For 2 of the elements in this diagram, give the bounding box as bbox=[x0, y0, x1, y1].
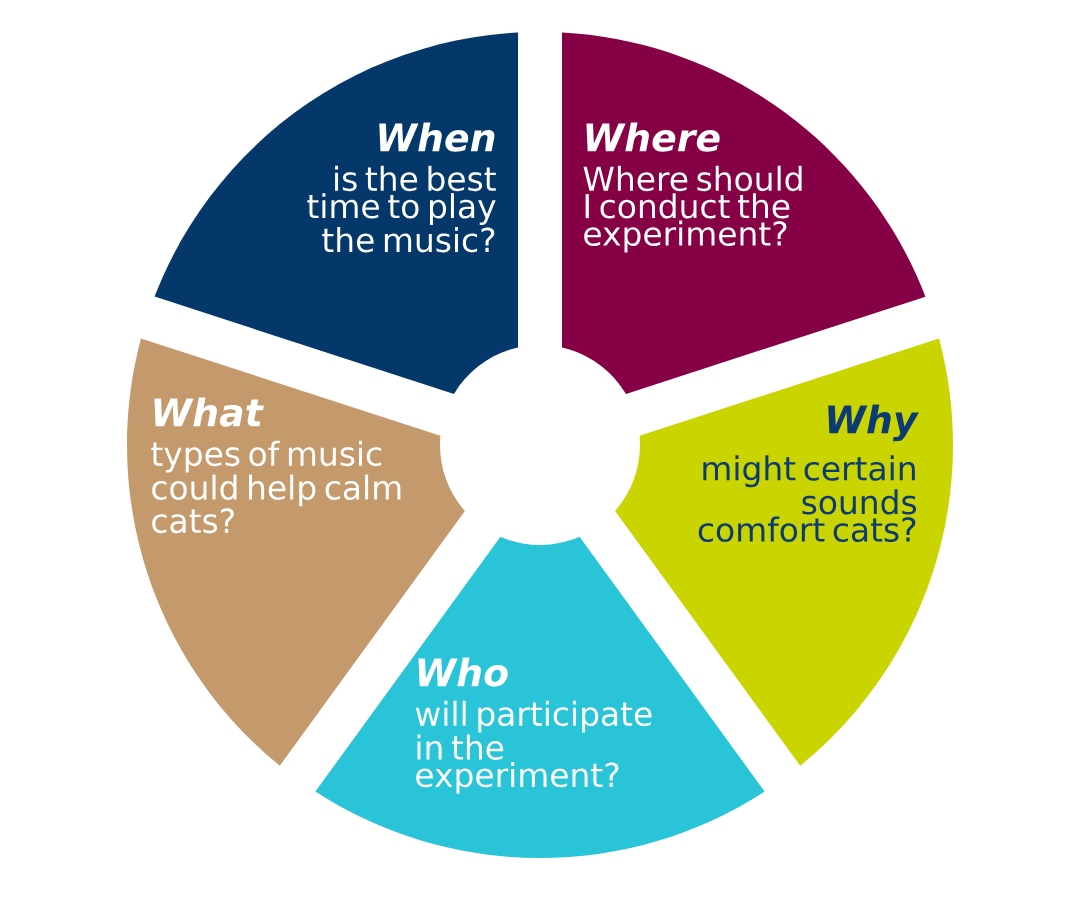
pie-segment: Where Where should I conduct the experiment? bbox=[562, 32, 926, 394]
pie-segment: When is the best time to play the music? bbox=[154, 32, 519, 394]
